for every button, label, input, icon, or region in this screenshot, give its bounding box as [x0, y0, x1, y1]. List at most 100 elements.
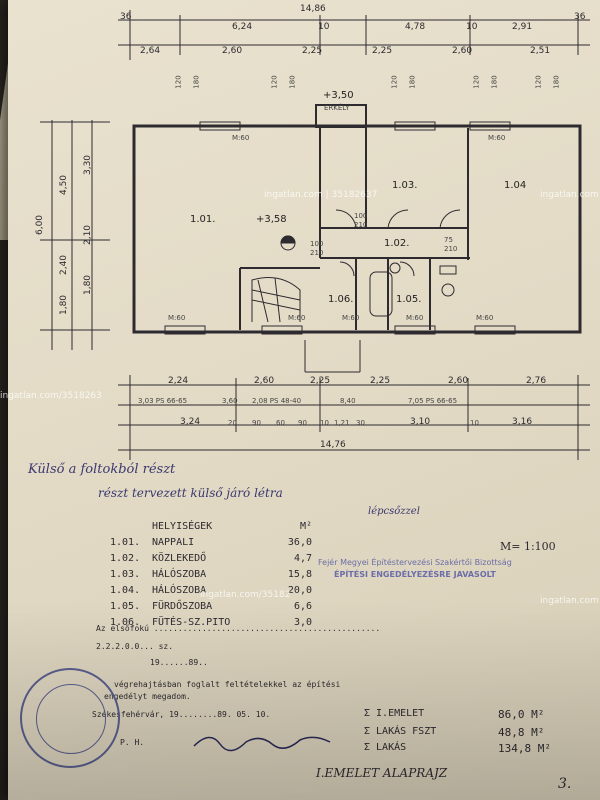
door-size: 210: [444, 245, 458, 253]
dim-bottom2: 8,40: [340, 397, 356, 405]
approval-stamp-line: ÉPÍTÉSI ENGEDÉLYEZÉSRE JAVASOLT: [334, 570, 496, 579]
dim-height: 120: [174, 75, 183, 89]
dim-bottom3: 90: [252, 419, 261, 427]
dim-top2: 2,25: [302, 46, 323, 56]
dim-bottom3: 3,16: [512, 417, 533, 427]
dim-top2: 2,60: [452, 46, 473, 56]
approval-text: Az elsőfokú ............................…: [96, 624, 381, 633]
room-area: 6,6: [293, 600, 312, 612]
room-code: 1.02.: [110, 552, 141, 564]
dim-top: 4,78: [405, 22, 426, 32]
door-size: 210: [354, 221, 368, 229]
window-label: M:60: [288, 314, 306, 322]
window-label: M:60: [232, 134, 250, 142]
handwritten-note: Külső a foltokból részt: [28, 462, 176, 477]
dim-height: 180: [288, 75, 297, 89]
dim-height: 120: [534, 75, 543, 89]
watermark: ingatlan.com: [540, 190, 599, 200]
legend-title: HELYISÉGEK: [152, 520, 213, 532]
room-1-05: 1.05.: [396, 294, 422, 305]
window-label: M:60: [488, 134, 506, 142]
dim-top2: 2,60: [222, 46, 243, 56]
signature-icon: [193, 736, 331, 752]
floor-plan-sheet: [8, 0, 600, 800]
dim-bottom2: 3,60: [222, 397, 238, 405]
legend-row: 1.03. HÁLÓSZOBA 15,8: [110, 566, 320, 582]
room-1-02: 1.02.: [384, 238, 410, 249]
dim-left: 1,80: [83, 274, 94, 296]
summary-value: 48,8 M²: [498, 726, 545, 739]
dim-height: 120: [472, 75, 481, 89]
dim-bottom3: 3,24: [180, 417, 201, 427]
approval-place-date: Székesfehérvár, 19........89. 05. 10.: [92, 710, 271, 719]
scale-label: M= 1:100: [500, 540, 556, 553]
approval-stamp-line: Fejér Megyei Építéstervezési Szakértői B…: [318, 558, 512, 567]
dim-bottom2: 7,05 PS 66-65: [408, 397, 458, 405]
room-code: 1.04.: [110, 584, 141, 596]
room-1-01: 1.01.: [190, 214, 216, 225]
dim-bottom3: 90: [298, 419, 307, 427]
dim-top2: 2,64: [140, 46, 161, 56]
room-code: 1.06.: [110, 616, 141, 628]
room-1-06: 1.06.: [328, 294, 354, 305]
dim-top: 10: [318, 22, 330, 32]
dim-left: 4,50: [59, 174, 70, 196]
room-name: HÁLÓSZOBA: [152, 568, 207, 580]
dim-top: 10: [466, 22, 478, 32]
approval-ph: P. H.: [120, 738, 145, 747]
dim-left: 6,00: [35, 214, 46, 236]
dim-bottom: 2,60: [254, 376, 275, 386]
dim-top2: 2,51: [530, 46, 551, 56]
legend-unit: M²: [299, 520, 312, 532]
watermark: ingatlan.com | 35182637: [264, 190, 378, 200]
dim-bottom2: 2,08 PS 48-40: [252, 397, 302, 405]
room-area: 20,0: [287, 584, 312, 596]
door-size: 210: [310, 249, 324, 257]
room-code: 1.05.: [110, 600, 141, 612]
room-1-04: 1.04: [504, 180, 527, 191]
dim-bottom3: 3,10: [410, 417, 431, 427]
room-code: 1.01.: [110, 536, 141, 548]
approval-text: engedélyt megadom.: [104, 692, 191, 701]
window-label: M:60: [168, 314, 186, 322]
level-mark: +3,50: [323, 90, 354, 101]
window-label: M:60: [406, 314, 424, 322]
room-area: 4,7: [293, 552, 312, 564]
room-area: 36,0: [287, 536, 312, 548]
summary-label: Σ LAKÁS: [364, 742, 407, 753]
room-name: NAPPALI: [152, 536, 195, 548]
dim-height: 120: [270, 75, 279, 89]
summary-label: Σ I.EMELET: [364, 708, 425, 719]
dim-left: 3,30: [83, 154, 94, 176]
dim-left: 2,40: [59, 254, 70, 276]
dim-bottom: 2,24: [168, 376, 189, 386]
dim-bottom3: 60: [276, 419, 285, 427]
approval-text: végrehajtásban foglalt feltételekkel az …: [114, 680, 341, 689]
room-name: FÜRDŐSZOBA: [152, 600, 213, 612]
dim-height: 180: [408, 75, 417, 89]
room-1-03: 1.03.: [392, 180, 418, 191]
dim-bottom3: 10: [470, 419, 479, 427]
dim-bottom: 2,25: [310, 376, 331, 386]
dim-top: 36: [120, 12, 132, 22]
dim-top: 36: [574, 12, 586, 22]
page-number: 3.: [558, 776, 572, 792]
legend-row: 1.01. NAPPALI 36,0: [110, 534, 320, 550]
dim-bottom: 2,76: [526, 376, 547, 386]
dim-top: 6,24: [232, 22, 253, 32]
handwritten-note: lépcsőzzel: [368, 506, 420, 517]
dim-height: 180: [192, 75, 201, 89]
dim-left: 2,10: [83, 224, 94, 246]
dim-left: 1,80: [59, 294, 70, 316]
handwritten-note: részt tervezett külső járó létra: [98, 486, 283, 500]
door-size: 100: [354, 212, 368, 220]
dim-height: 180: [490, 75, 499, 89]
round-seal: [20, 668, 120, 768]
legend-row: 1.05. FÜRDŐSZOBA 6,6: [110, 598, 320, 614]
dim-bottom: 2,60: [448, 376, 469, 386]
approval-number: 2.2.2.0.0... sz.: [96, 642, 174, 651]
watermark: ingatlan.com: [540, 596, 599, 606]
dim-bottom3: 10: [320, 419, 329, 427]
summary-value: 134,8 M²: [498, 742, 551, 755]
dim-height: 120: [390, 75, 399, 89]
